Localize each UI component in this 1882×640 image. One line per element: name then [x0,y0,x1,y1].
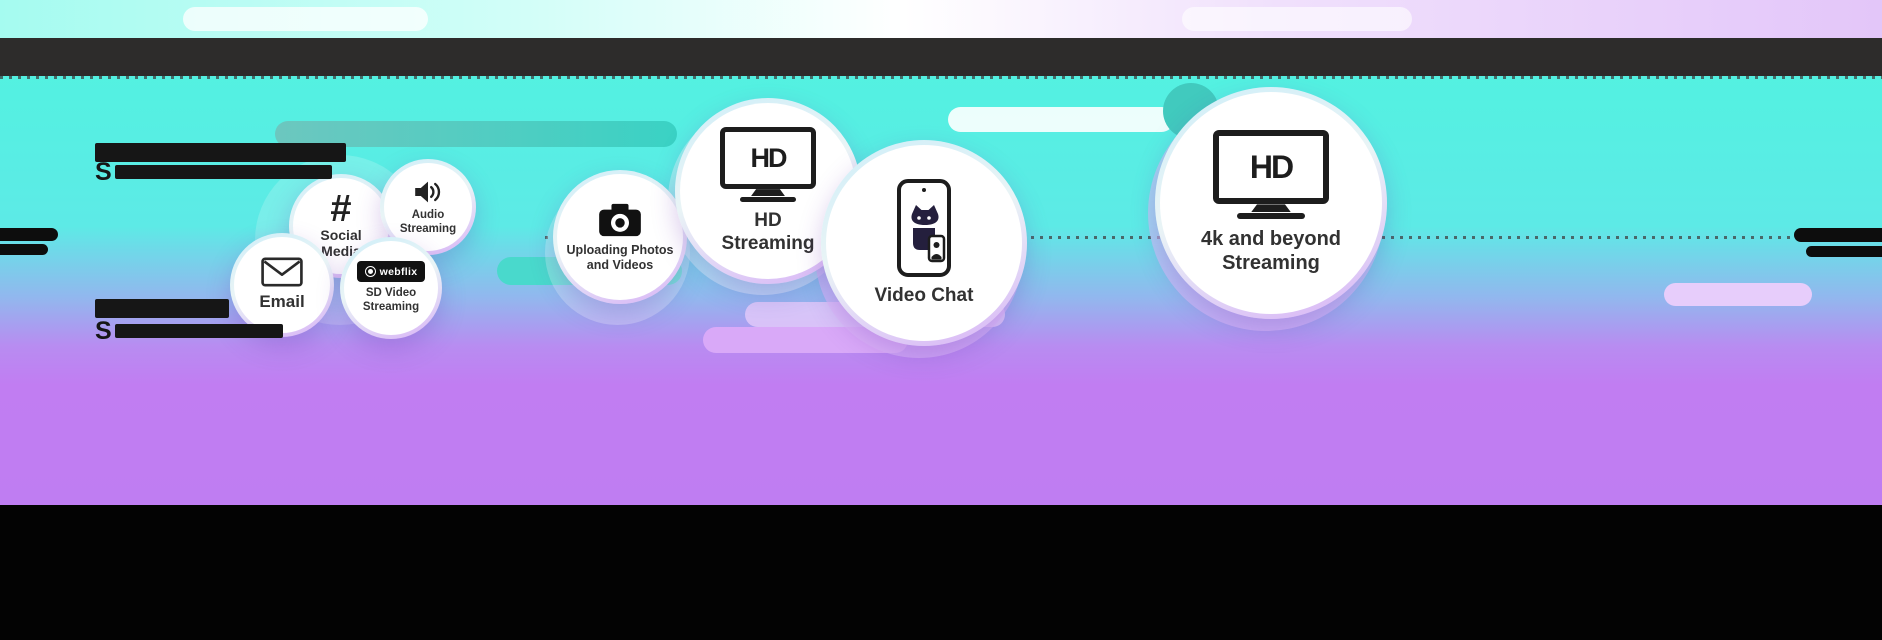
bubble-label: 4k and beyond Streaming [1200,228,1342,274]
tv-base [740,197,796,203]
bubble-uploading-photos-videos: Uploading Photos and Videos [553,170,687,304]
bubble-sd-video-streaming: webflix SD Video Streaming [340,237,442,339]
bubble-video-chat: Video Chat [821,140,1027,346]
tv-screen-text: HD [1249,148,1294,185]
dotted-line-top [0,76,1882,79]
bubble-label: Audio Streaming [399,208,457,235]
smartphone-video-chat-icon [896,178,952,278]
redacted-edge-bar [0,228,58,241]
webflix-brand-text: webflix [379,265,418,278]
decor-pill [183,7,428,31]
redacted-bar [95,143,346,162]
webflix-logo: webflix [356,261,426,283]
bubble-label: Video Chat [874,285,974,307]
bubble-label: HD Streaming [721,210,815,254]
tv-screen: HD [720,127,816,190]
bubble-audio-streaming: Audio Streaming [380,159,476,255]
redacted-edge-bar [1794,228,1882,242]
speaker-icon [412,178,444,206]
redacted-line: S [95,317,283,345]
redacted-bar [95,299,229,318]
redacted-line: S [95,158,332,186]
redacted-edge-bar [1806,246,1882,257]
redacted-prefix: S [95,158,112,186]
redacted-prefix: S [95,317,112,345]
tv-stand [751,189,785,197]
bubble-label: Uploading Photos and Videos [566,242,674,272]
envelope-icon [260,257,304,288]
decor-pill [948,107,1174,132]
decor-pill [1182,7,1412,31]
tv-hd-icon: HD [1213,130,1329,220]
tv-screen-text: HD [750,142,788,173]
top-strip [0,0,1882,38]
tv-hd-icon: HD [720,127,816,203]
bubble-email: Email [230,233,334,337]
bubble-4k-streaming: HD 4k and beyond Streaming [1155,87,1387,319]
tv-screen: HD [1213,130,1329,205]
bubble-label: Email [259,292,305,312]
decor-pill [275,121,677,147]
hashtag-icon: # [330,188,352,231]
redacted-bar [114,165,332,179]
camera-icon [597,202,643,238]
tv-base [1237,213,1305,220]
header-bar [0,38,1882,76]
redacted-bar [114,324,283,338]
webflix-ring-icon [364,266,376,278]
decor-pill [1664,283,1812,306]
redacted-edge-bar [0,244,48,255]
tv-stand [1251,204,1291,213]
bubble-label: SD Video Streaming [362,287,420,313]
footer-bar [0,505,1882,640]
